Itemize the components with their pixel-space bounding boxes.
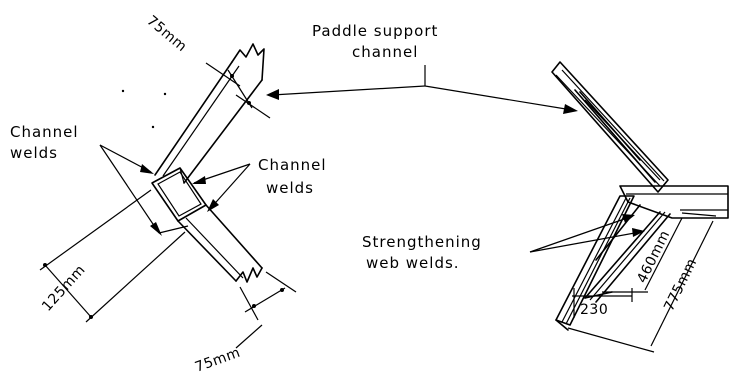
label-channel-welds-left-1: Channel [10,123,79,141]
leader-strengthening-2 [529,231,641,253]
channel-section-box-inner [157,171,202,217]
label-channel-welds-center-1: Channel [258,156,327,174]
upper-brace-1 [574,89,656,183]
leader-strengthening-1 [529,216,631,253]
lower-channel-inner-1 [561,197,627,323]
leader-left-inner-weld [158,225,189,234]
dim-top-ext-1 [205,62,241,87]
dim-775-line [650,220,714,347]
leader-left-to-bottom-weld [99,144,160,234]
dim-bottom-leader [235,324,263,349]
leader-paddle-left [271,85,426,96]
dim-bottom-ext-1 [239,286,259,321]
arrow-center-lower [207,199,219,212]
channel-upper-edge-inner [183,79,263,184]
channel-lower-edge-outer [177,220,237,282]
dot-mark-2 [163,92,167,96]
dim-125-ext-2 [85,231,186,323]
paddle-support-leaders [266,65,578,114]
arrow-left-bottom-weld [150,222,162,236]
dim-bottom-ext-2 [265,271,297,293]
channel-lower-edge-inner [205,204,263,269]
arrow-strengthening-1 [622,214,635,223]
upper-channel-inner-2 [561,69,665,182]
lower-web-1 [584,211,661,299]
arrow-paddle-right [563,104,578,114]
dim-125-line [44,264,92,318]
dim-top-label: 75mm [143,13,189,56]
right-assembly [529,61,729,353]
dim-460-label: 460mm [634,228,673,286]
upper-channel-outline [551,61,669,193]
arrow-paddle-left [266,89,279,100]
dim-bottom-label: 75mm [193,345,243,376]
leader-paddle-right [424,85,573,111]
dot-mark-1 [121,89,125,93]
label-strengthening-2: web welds. [366,254,460,272]
lower-web-2 [595,213,671,303]
dim-230-label: 230 [580,302,608,318]
lower-channel-foot [555,319,569,331]
dim-top-tick-1 [230,74,234,78]
dim-775-label: 775mm [661,256,700,314]
dim-125-tick-2 [89,315,93,319]
arrow-left-top-weld [140,164,154,174]
lower-channel-inner-2 [565,197,631,325]
arrow-center-upper [192,176,206,184]
label-paddle-support-2: channel [352,43,418,61]
dot-mark-3 [151,125,155,129]
upper-brace-3 [584,99,661,181]
lower-web-3 [589,211,666,301]
dim-125-tick-1 [43,263,47,267]
dim-125-ext-1 [39,189,152,271]
paddle-bar-outline [619,185,729,219]
joint-weld-mark [179,167,185,184]
dim-top-ext-right [681,212,717,217]
left-channel-detail: 75mm 125mm 75mm [39,13,297,376]
dim-top-ext-2 [235,94,271,119]
channel-upper-edge-outer [154,61,233,176]
channel-lower-break [235,267,263,283]
upper-web-cross [595,204,641,261]
channel-upper-break [231,43,265,81]
channel-upper-flange-line [162,65,240,177]
channel-section-box [151,167,207,222]
arrow-strengthening-2 [632,228,645,237]
dim-top-tick-2 [247,101,251,105]
lower-channel-outline [555,195,635,326]
lower-web-base [584,291,613,299]
dim-bottom-tick-1 [252,304,256,308]
label-paddle-support-1: Paddle support [312,22,438,40]
dim-bottom-line [244,287,286,313]
label-channel-welds-center-2: welds [266,179,314,197]
dim-bottom-tick-2 [280,288,284,292]
label-channel-welds-left-2: welds [10,144,58,162]
label-strengthening-1: Strengthening [362,233,482,251]
channel-lower-flange-line [185,217,244,279]
dim-775-ext-bottom [567,327,655,353]
dim-460-line [644,217,683,291]
